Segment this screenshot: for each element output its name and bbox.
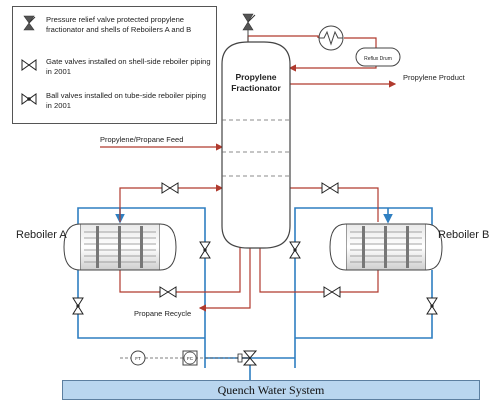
ball-valve-b-right-icon[interactable] — [426, 297, 438, 315]
legend-item-psv: Pressure relief valve protected propylen… — [21, 15, 211, 34]
condenser[interactable] — [318, 25, 344, 51]
legend-psv-text: Pressure relief valve protected propylen… — [46, 15, 192, 34]
reflux-drum[interactable] — [355, 47, 401, 67]
legend-item-ball: Ball valves installed on tube-side reboi… — [21, 91, 211, 110]
gate-valve-b-top-icon[interactable] — [321, 182, 339, 194]
flow-controller[interactable] — [182, 350, 198, 366]
ball-valve-a-right-icon[interactable] — [199, 241, 211, 259]
reboiler-a[interactable] — [63, 223, 177, 271]
reboiler-b[interactable] — [329, 223, 443, 271]
top-psv-icon[interactable] — [242, 13, 256, 42]
propylene-product-label: Propylene Product — [403, 73, 466, 82]
propylene-fractionator[interactable] — [221, 41, 291, 249]
gate-valve-b-bottom-icon[interactable] — [323, 286, 341, 298]
reflux-drum-label: Reflux Drum — [364, 56, 392, 62]
gate-valve-a-top-icon[interactable] — [161, 182, 179, 194]
gate-valve-icon — [21, 59, 37, 71]
control-loop — [120, 350, 250, 366]
ball-valve-icon — [21, 93, 37, 105]
propane-recycle-label: Propane Recycle — [134, 309, 191, 318]
legend-gate-text: Gate valves installed on shell-side rebo… — [46, 57, 211, 76]
ball-valve-b-left-icon[interactable] — [289, 241, 301, 259]
ft-label: FT — [135, 356, 141, 361]
process-lines — [100, 35, 397, 312]
quench-water-system[interactable]: Quench Water System — [62, 380, 480, 400]
gate-valve-a-bottom-icon[interactable] — [159, 286, 177, 298]
legend-ball-text: Ball valves installed on tube-side reboi… — [46, 91, 206, 110]
flow-transmitter[interactable] — [130, 350, 146, 366]
psv-icon — [23, 15, 36, 31]
quench-water-label: Quench Water System — [217, 382, 325, 397]
column-label-line2: Fractionator — [231, 83, 281, 93]
reboiler-b-label: Reboiler B — [438, 229, 489, 241]
legend-item-gate: Gate valves installed on shell-side rebo… — [21, 57, 211, 76]
legend: Pressure relief valve protected propylen… — [12, 6, 217, 124]
ball-valve-a-left-icon[interactable] — [72, 297, 84, 315]
reboiler-a-label: Reboiler A — [16, 229, 67, 241]
column-label-line1: Propylene — [235, 72, 276, 82]
control-valve-icon[interactable] — [237, 350, 258, 366]
fc-label: FC — [187, 356, 194, 361]
feed-label: Propylene/Propane Feed — [100, 135, 183, 144]
